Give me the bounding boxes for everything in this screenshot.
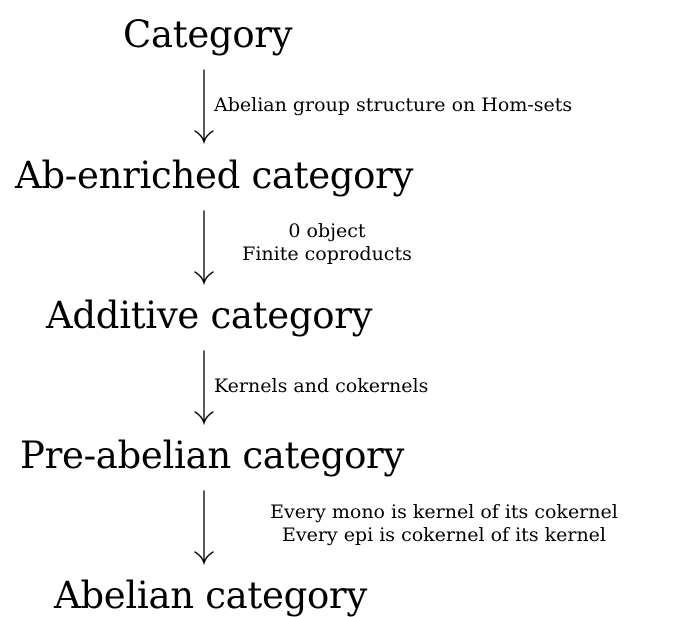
node-abelian-category: Abelian category bbox=[54, 574, 367, 617]
edge-label-abelian: Every mono is kernel of its cokernel Eve… bbox=[214, 501, 674, 547]
edge-label-additive: 0 object Finite coproducts bbox=[214, 220, 440, 266]
arrow-pre-abelian-to-abelian bbox=[194, 490, 214, 566]
node-additive-category: Additive category bbox=[46, 294, 373, 337]
edge-label-line: Abelian group structure on Hom-sets bbox=[214, 94, 573, 116]
node-ab-enriched-category: Ab-enriched category bbox=[15, 154, 414, 197]
edge-label-hom-sets: Abelian group structure on Hom-sets bbox=[214, 94, 572, 117]
arrow-category-to-ab-enriched bbox=[194, 69, 214, 145]
edge-label-line: Kernels and cokernels bbox=[214, 375, 429, 397]
arrow-ab-enriched-to-additive bbox=[194, 210, 214, 286]
edge-label-kernels: Kernels and cokernels bbox=[214, 375, 428, 398]
node-category: Category bbox=[123, 13, 293, 56]
arrow-additive-to-pre-abelian bbox=[194, 350, 214, 426]
edge-label-line: 0 object bbox=[288, 220, 366, 242]
node-pre-abelian-category: Pre-abelian category bbox=[20, 434, 405, 477]
edge-label-line: Every mono is kernel of its cokernel bbox=[270, 501, 618, 523]
edge-label-line: Every epi is cokernel of its kernel bbox=[281, 523, 607, 546]
edge-label-line: Finite coproducts bbox=[242, 242, 412, 265]
